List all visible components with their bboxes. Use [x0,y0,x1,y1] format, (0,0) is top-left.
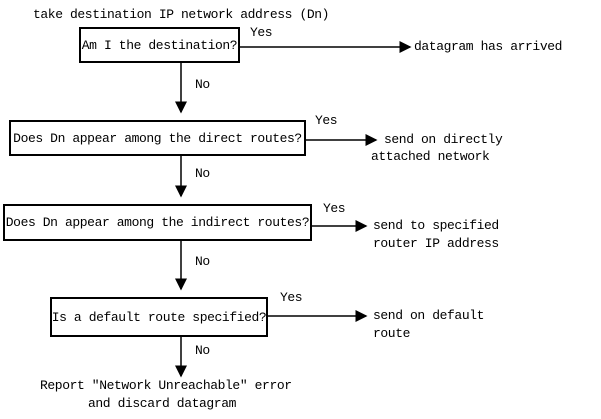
no-label: No [195,254,210,269]
result-text: send on directly [384,132,503,147]
decision-box-indirect-routes: Does Dn appear among the indirect routes… [3,204,312,241]
yes-label: Yes [315,113,338,128]
yes-label: Yes [280,290,303,305]
yes-label: Yes [250,25,273,40]
no-label: No [195,166,210,181]
result-text: route [373,326,411,341]
no-label: No [195,77,210,92]
decision-box-default-route: Is a default route specified? [50,297,268,337]
no-label: No [195,343,210,358]
result-text: send on default [373,308,485,323]
start-label: take destination IP network address (Dn) [33,7,330,22]
decision-box-direct-routes: Does Dn appear among the direct routes? [9,120,306,156]
result-text: attached network [371,149,490,164]
result-text: datagram has arrived [414,39,563,54]
final-text: and discard datagram [87,396,237,411]
decision-box-destination: Am I the destination? [79,27,240,63]
final-text: Report "Network Unreachable" error [40,378,292,393]
result-text: router IP address [373,236,499,251]
result-text: send to specified [373,218,499,233]
yes-label: Yes [323,201,346,216]
